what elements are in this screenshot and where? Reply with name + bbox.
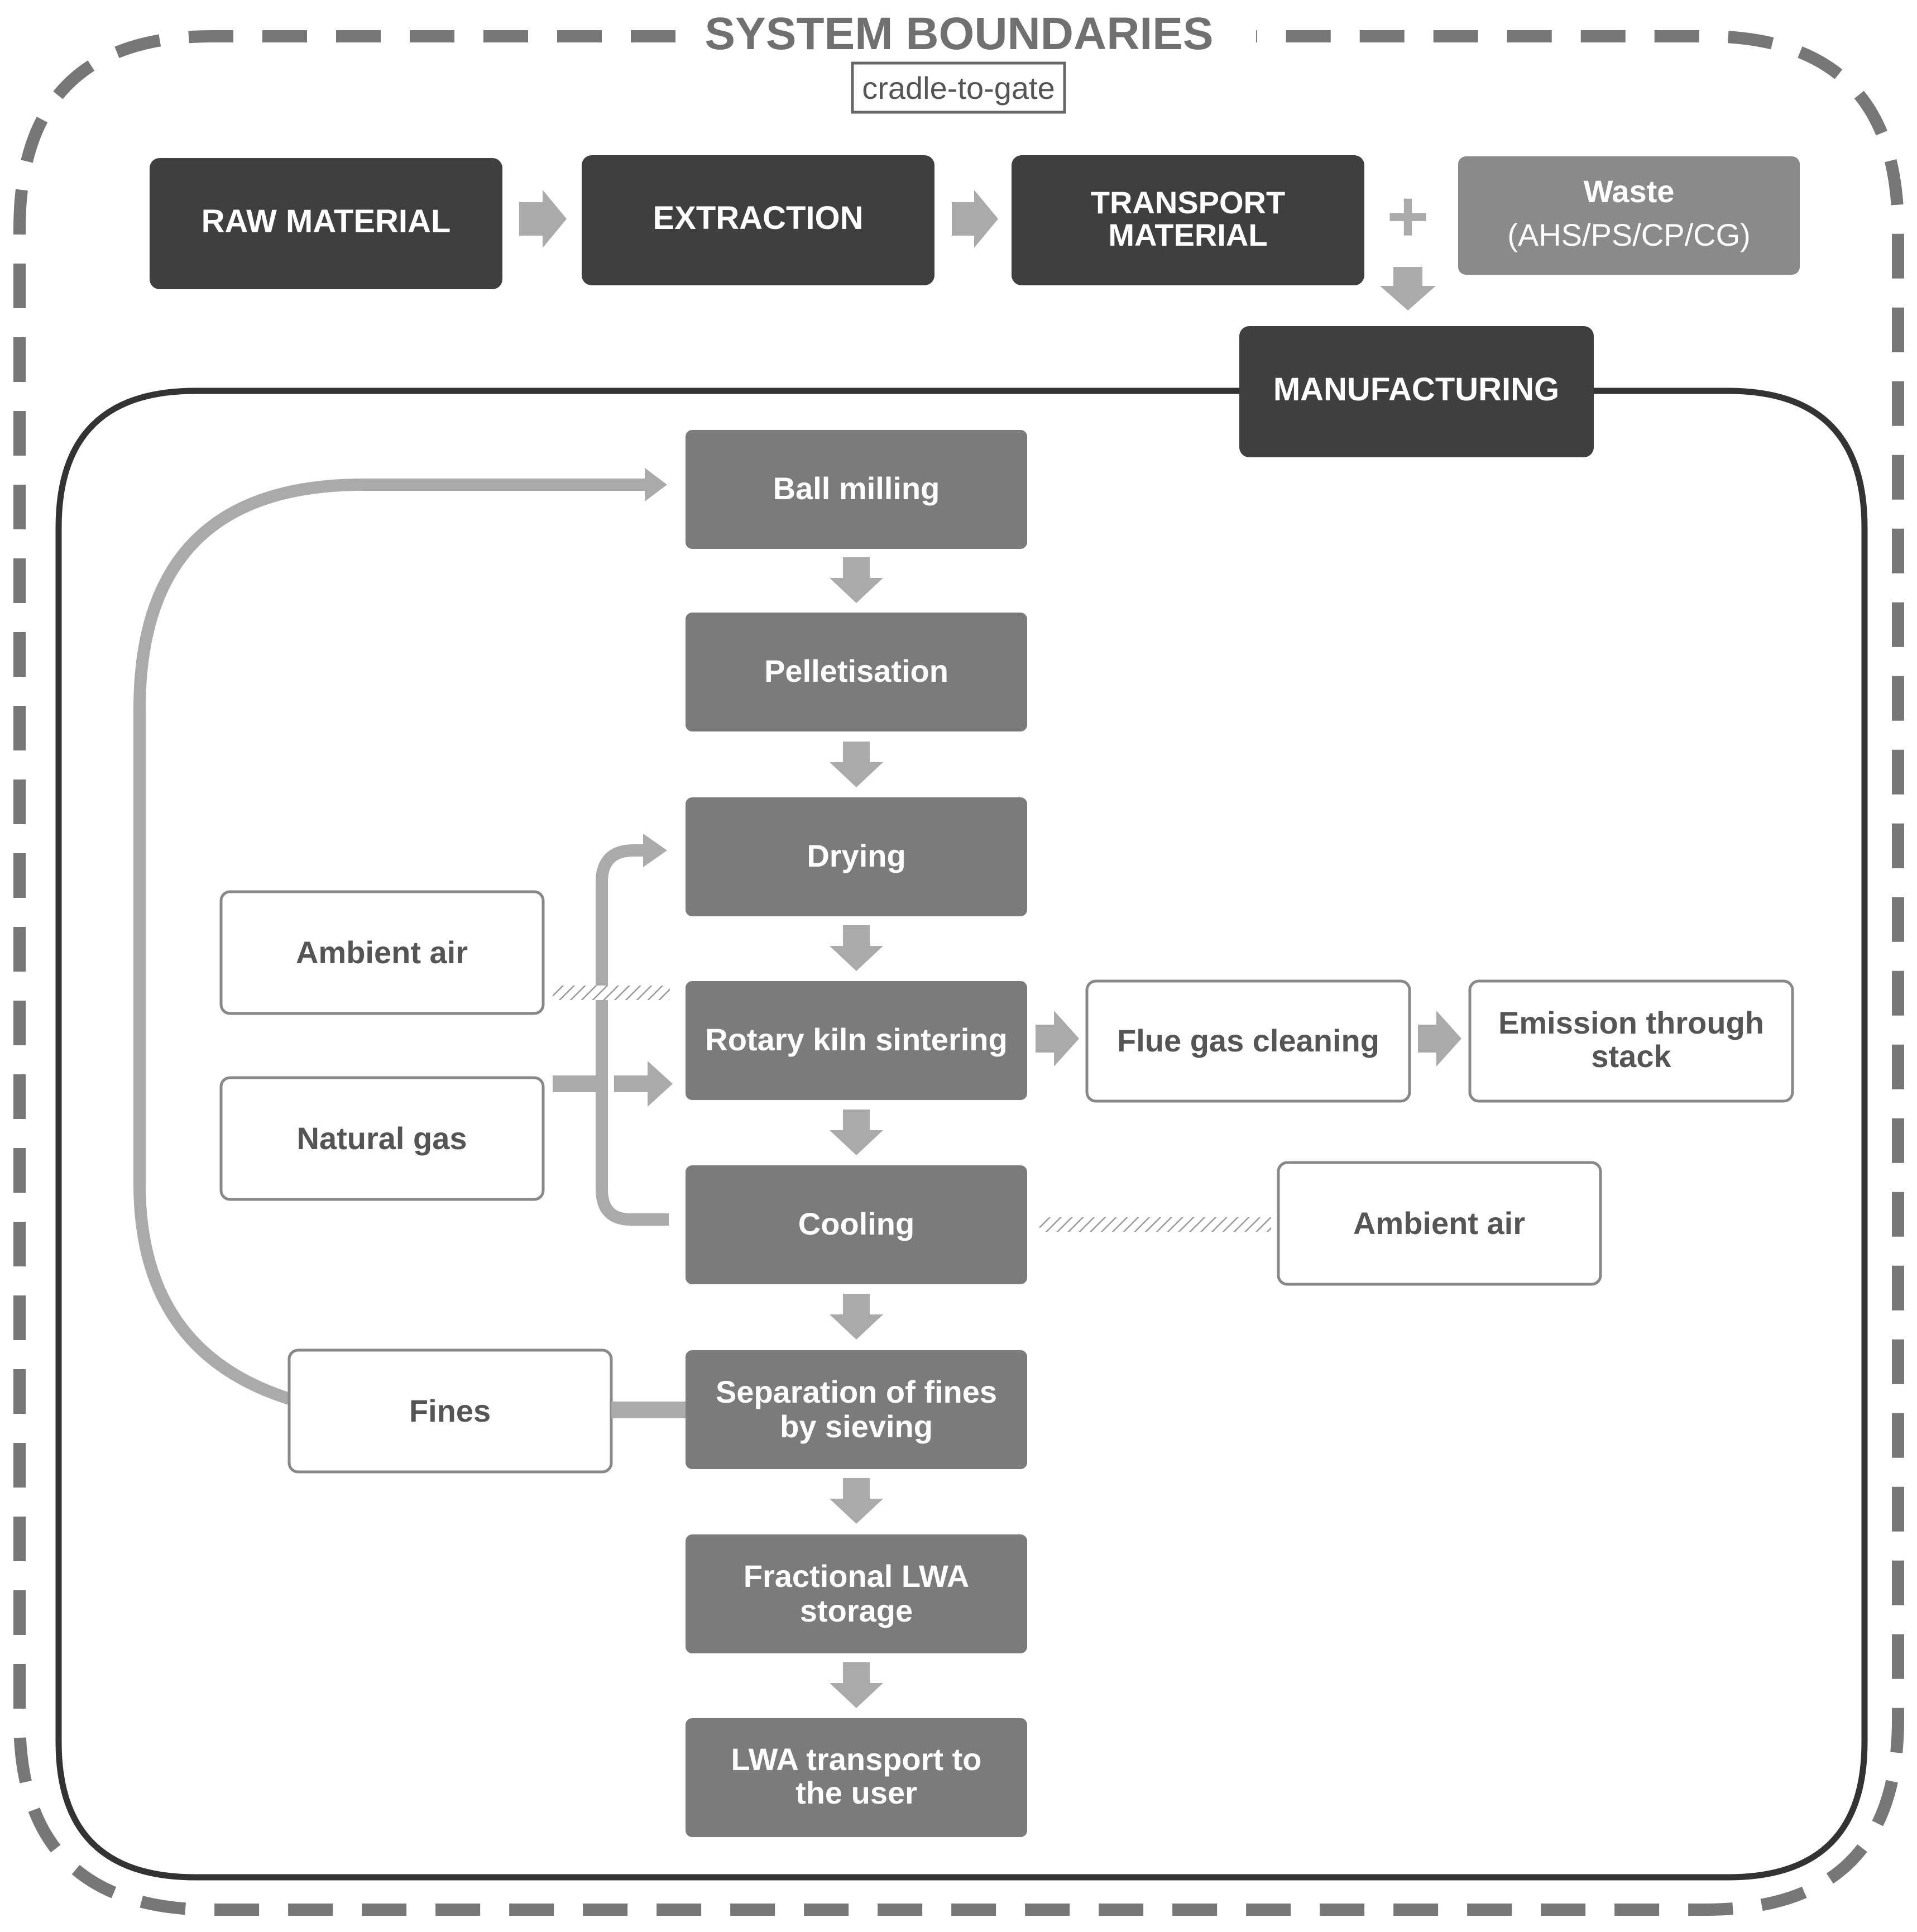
cooling-label: Cooling bbox=[798, 1206, 914, 1241]
ambient-air-right-hatched-line bbox=[1039, 1217, 1271, 1232]
manufacturing-label: MANUFACTURING bbox=[1273, 371, 1559, 408]
drying-label: Drying bbox=[807, 838, 905, 873]
rotary-kiln-box: Rotary kiln sintering bbox=[686, 981, 1027, 1100]
natural-gas-box: Natural gas bbox=[219, 1076, 545, 1201]
system-boundary-dashed bbox=[13, 30, 1904, 1916]
manufacturing-region-border bbox=[55, 388, 1868, 1881]
separation-label-line1: Separation of fines bbox=[716, 1374, 997, 1409]
fines-box: Fines bbox=[287, 1348, 613, 1474]
separation-label-line2: by sieving bbox=[780, 1409, 933, 1444]
lwa-transport-box: LWA transport to the user bbox=[686, 1718, 1027, 1837]
ambient-air-left-label: Ambient air bbox=[296, 935, 468, 970]
arrow-flue-gas-to-emission bbox=[1418, 1011, 1461, 1067]
drying-box: Drying bbox=[686, 797, 1027, 916]
storage-label-line2: storage bbox=[800, 1593, 913, 1628]
plus-symbol: + bbox=[1387, 175, 1429, 257]
natural-gas-label: Natural gas bbox=[297, 1121, 467, 1156]
arrow-extraction-to-transport bbox=[952, 190, 998, 248]
transport-material-box: TRANSPORT MATERIAL bbox=[1012, 155, 1364, 285]
storage-box: Fractional LWA storage bbox=[686, 1534, 1027, 1653]
natural-gas-arrow bbox=[614, 1061, 673, 1107]
arrow-ball-to-pellet bbox=[830, 557, 883, 603]
separation-box: Separation of fines by sieving bbox=[686, 1350, 1027, 1469]
fines-connector-line bbox=[611, 1402, 686, 1418]
emission-stack-box: Emission through stack bbox=[1468, 979, 1794, 1103]
natural-gas-connector-dash bbox=[553, 1075, 596, 1092]
lwa-transport-label-line2: the user bbox=[795, 1775, 917, 1810]
ambient-air-right-box: Ambient air bbox=[1277, 1161, 1602, 1286]
arrow-separation-to-storage bbox=[830, 1478, 883, 1524]
cooling-to-drying-line bbox=[596, 844, 669, 1226]
ambient-air-right-label: Ambient air bbox=[1353, 1206, 1525, 1241]
arrow-storage-to-transport bbox=[830, 1662, 883, 1708]
rotary-kiln-label: Rotary kiln sintering bbox=[705, 1022, 1007, 1057]
raw-material-label: RAW MATERIAL bbox=[202, 203, 451, 240]
arrow-cooling-to-separation bbox=[830, 1294, 883, 1340]
arrow-to-manufacturing bbox=[1380, 267, 1436, 310]
flue-gas-cleaning-label: Flue gas cleaning bbox=[1117, 1023, 1379, 1058]
raw-material-box: RAW MATERIAL bbox=[150, 158, 502, 289]
arrow-kiln-to-cooling bbox=[830, 1110, 883, 1155]
manufacturing-box: MANUFACTURING bbox=[1239, 326, 1594, 457]
transport-material-label-line1: TRANSPORT bbox=[1091, 185, 1285, 220]
waste-label-line1: Waste bbox=[1584, 174, 1675, 209]
pelletisation-label: Pelletisation bbox=[764, 653, 948, 688]
fines-recycle-line bbox=[133, 479, 650, 1405]
lwa-transport-label-line1: LWA transport to bbox=[731, 1742, 981, 1777]
fines-recycle-arrowhead bbox=[645, 468, 667, 501]
ball-milling-label: Ball milling bbox=[773, 471, 940, 506]
ball-milling-box: Ball milling bbox=[686, 430, 1027, 549]
pelletisation-box: Pelletisation bbox=[686, 613, 1027, 731]
cooling-to-drying-arrowhead bbox=[643, 834, 667, 867]
waste-label-line2: (AHS/PS/CP/CG) bbox=[1507, 217, 1751, 252]
ambient-air-left-box: Ambient air bbox=[219, 890, 545, 1015]
ambient-air-left-hatched-line bbox=[553, 986, 670, 1000]
waste-box: Waste (AHS/PS/CP/CG) bbox=[1458, 156, 1800, 275]
flue-gas-cleaning-box: Flue gas cleaning bbox=[1085, 979, 1411, 1103]
storage-label-line1: Fractional LWA bbox=[744, 1558, 970, 1594]
diagram-title: SYSTEM BOUNDARIES bbox=[705, 8, 1213, 59]
arrow-raw-to-extraction bbox=[519, 190, 567, 248]
emission-label-line2: stack bbox=[1591, 1039, 1671, 1074]
scope-badge bbox=[851, 61, 1066, 114]
fines-label: Fines bbox=[409, 1393, 491, 1428]
arrow-kiln-to-flue-gas bbox=[1036, 1011, 1079, 1067]
arrow-pellet-to-drying bbox=[830, 742, 883, 787]
extraction-box: EXTRACTION bbox=[582, 155, 934, 285]
emission-label-line1: Emission through bbox=[1498, 1005, 1764, 1040]
cooling-box: Cooling bbox=[686, 1165, 1027, 1284]
arrow-drying-to-kiln bbox=[830, 925, 883, 971]
transport-material-label-line2: MATERIAL bbox=[1108, 217, 1267, 252]
extraction-label: EXTRACTION bbox=[653, 200, 864, 236]
scope-badge-label: cradle-to-gate bbox=[862, 70, 1055, 106]
